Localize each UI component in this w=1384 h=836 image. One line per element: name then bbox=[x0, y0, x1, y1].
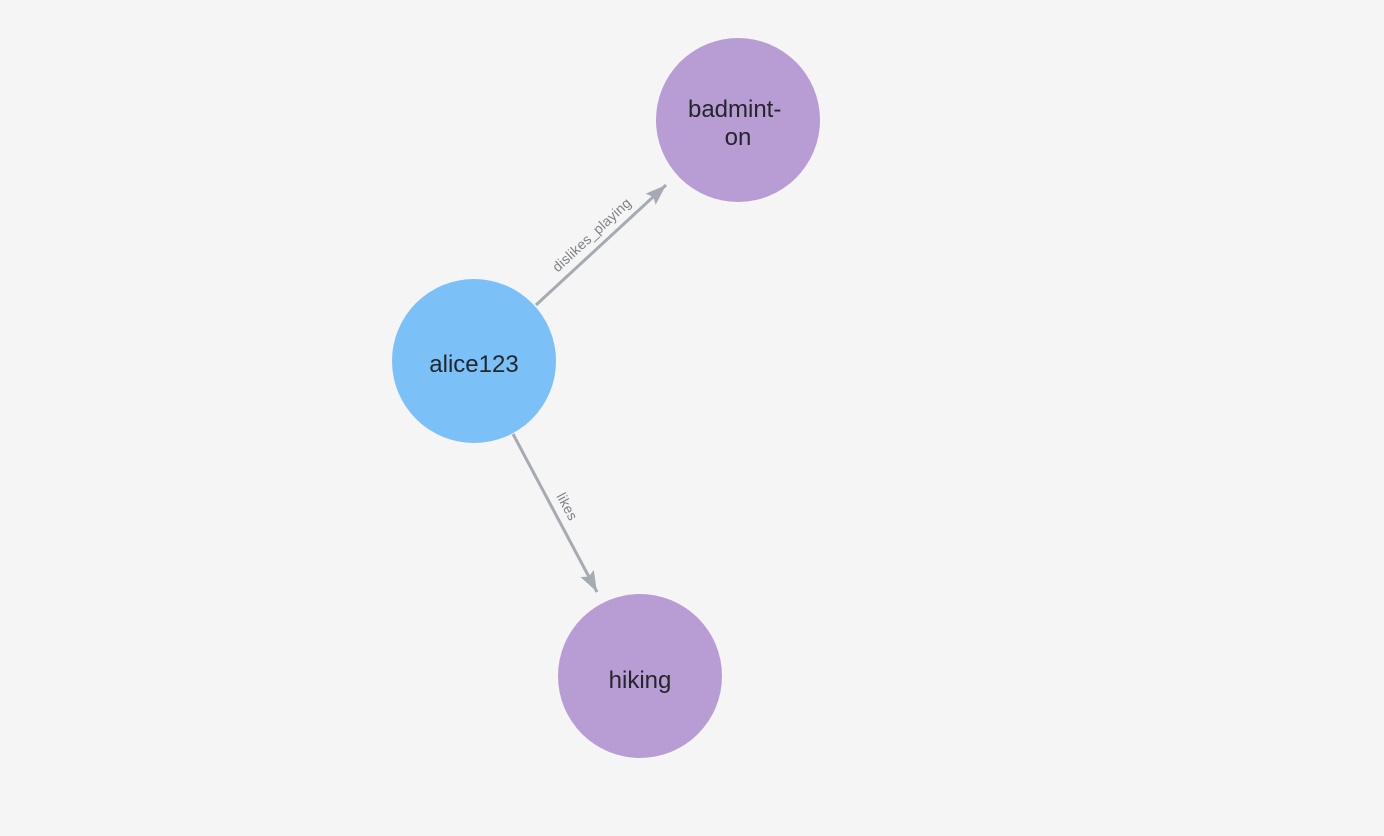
node-label-badminton-line2: on bbox=[725, 124, 752, 151]
node-label-badminton-line1: badmint- bbox=[688, 96, 781, 123]
node-label-hiking: hiking bbox=[609, 667, 672, 694]
edge-line-dislikes-playing[interactable] bbox=[534, 183, 668, 307]
node-circle-alice123[interactable] bbox=[392, 279, 556, 443]
edge-line-likes[interactable] bbox=[511, 433, 599, 593]
node-hiking[interactable]: hiking bbox=[558, 594, 722, 758]
node-label-badminton: badmint- on bbox=[688, 96, 788, 151]
node-alice123[interactable]: alice123 bbox=[392, 279, 556, 443]
node-label-alice123: alice123 bbox=[429, 351, 518, 378]
node-badminton[interactable]: badmint- on bbox=[656, 38, 820, 202]
node-circle-hiking[interactable] bbox=[558, 594, 722, 758]
node-circle-badminton[interactable] bbox=[656, 38, 820, 202]
